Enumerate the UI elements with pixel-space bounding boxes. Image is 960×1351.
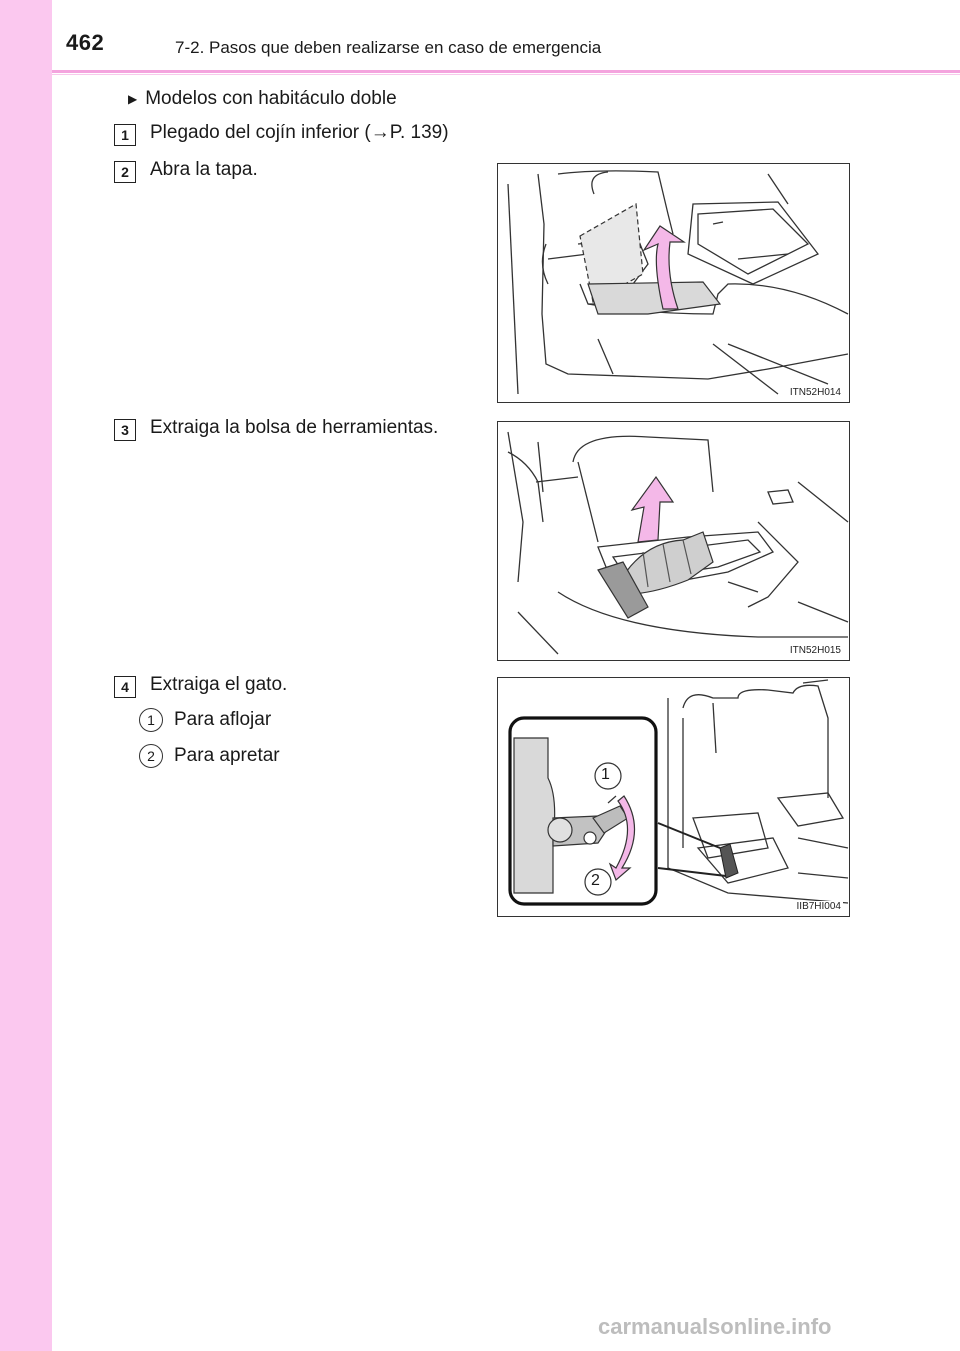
illustration-remove-jack xyxy=(508,679,849,906)
header-divider xyxy=(52,70,960,73)
triangle-right-icon: ▶ xyxy=(128,92,138,106)
step-text-2: Abra la tapa. xyxy=(150,159,258,180)
header-divider-light xyxy=(52,74,960,75)
figure-tool-bag: ITN52H015 xyxy=(497,421,850,661)
callout-1: 1 xyxy=(601,766,610,783)
item-text-loosen: Para aflojar xyxy=(174,709,272,730)
step-number-2: 2 xyxy=(114,161,136,183)
item-number-2: 2 xyxy=(139,744,163,768)
callout-2: 2 xyxy=(591,872,600,889)
step-number-1: 1 xyxy=(114,124,136,146)
figure-open-lid: ITN52H014 xyxy=(497,163,850,403)
figure-code: ITN52H015 xyxy=(787,645,843,656)
step-number-4: 4 xyxy=(114,676,136,698)
watermark: carmanualsonline.info xyxy=(598,1314,832,1339)
page-side-band xyxy=(0,0,52,1351)
figure-code: ITN52H014 xyxy=(787,387,843,398)
page-number: 462 xyxy=(66,30,105,55)
item-number-1: 1 xyxy=(139,708,163,732)
figure-remove-jack: 1 2 IIB7HI004 xyxy=(497,677,850,917)
item-text-tighten: Para apretar xyxy=(174,745,280,766)
step-text-4: Extraiga el gato. xyxy=(150,674,288,695)
step-number-3: 3 xyxy=(114,419,136,441)
subheading: ▶ Modelos con habitáculo doble xyxy=(128,88,397,110)
illustration-open-lid xyxy=(507,170,849,395)
step-text-1: Plegado del cojín inferior (→P. 139) xyxy=(150,122,449,143)
subheading-text: Modelos con habitáculo doble xyxy=(145,88,397,109)
figure-code: IIB7HI004 xyxy=(794,901,843,912)
step-text-3: Extraiga la bolsa de herramientas. xyxy=(150,417,439,438)
illustration-tool-bag xyxy=(507,431,849,655)
section-title: 7-2. Pasos que deben realizarse en caso … xyxy=(175,38,602,57)
